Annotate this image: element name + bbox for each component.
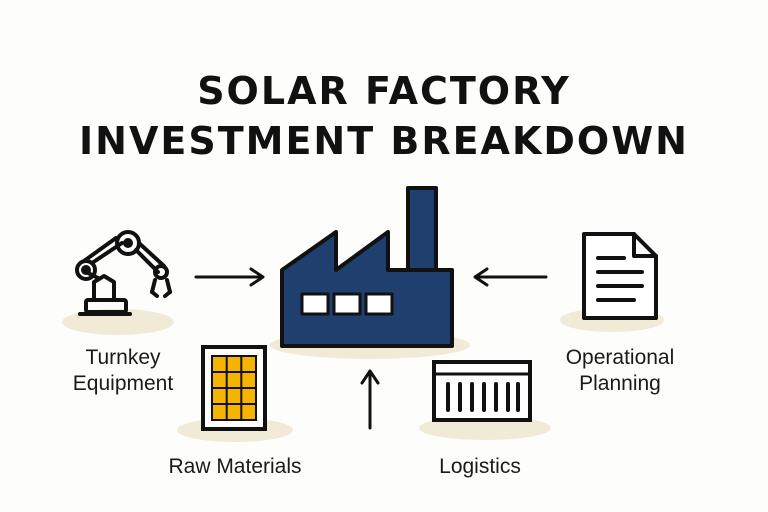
diagram-title-line-1: SOLAR FACTORY bbox=[197, 69, 571, 113]
document-icon bbox=[582, 232, 658, 320]
operational-label-line-2: Planning bbox=[579, 372, 661, 395]
arrow-turnkey-to-factory bbox=[194, 267, 265, 287]
raw-materials-label: Raw Materials bbox=[168, 455, 302, 478]
turnkey-label-line-1: Turnkey bbox=[85, 346, 161, 369]
turnkey-label-line-2: Equipment bbox=[72, 372, 174, 395]
turnkey-equipment-label: Turnkey Equipment bbox=[48, 345, 198, 397]
arrow-up-to-factory bbox=[360, 369, 380, 430]
arrow-operational-to-factory bbox=[473, 267, 548, 287]
factory-icon bbox=[280, 186, 454, 348]
diagram-title-line-2: INVESTMENT BREAKDOWN bbox=[79, 119, 689, 163]
shipping-container-icon bbox=[432, 360, 532, 422]
operational-planning-label: Operational Planning bbox=[545, 345, 695, 397]
robotic-arm-icon bbox=[75, 230, 172, 316]
logistics-label: Logistics bbox=[439, 455, 521, 478]
solar-panel-icon bbox=[201, 345, 267, 431]
operational-label-line-1: Operational bbox=[565, 346, 675, 369]
